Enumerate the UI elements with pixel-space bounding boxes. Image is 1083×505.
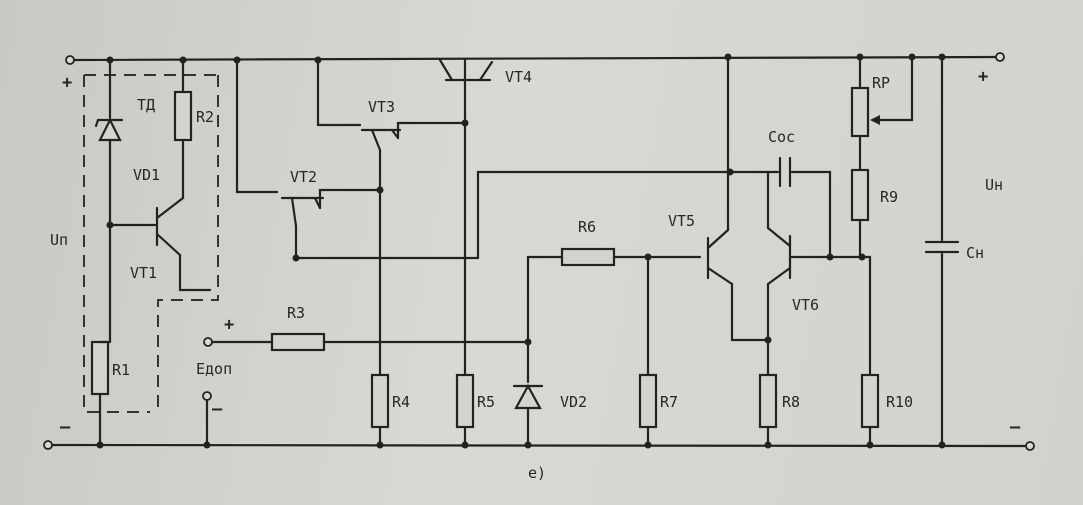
zener-bar-tip: [94, 118, 100, 128]
label-r4: R4: [392, 393, 410, 411]
resistor-r7: [638, 373, 658, 429]
label-r2: R2: [196, 108, 214, 126]
resistor-r5: [455, 373, 475, 429]
wire: [178, 253, 212, 292]
zener-vd1: [98, 117, 122, 142]
vt1-collector: [155, 196, 185, 220]
wire: [235, 58, 279, 194]
resistor-r9: [850, 168, 870, 222]
label-td: ТД: [137, 96, 155, 114]
wire: [526, 255, 564, 344]
label-r1: R1: [112, 361, 130, 379]
wire: [476, 170, 732, 260]
wire: [396, 121, 467, 140]
wire: [730, 282, 770, 342]
negative-rail: [46, 443, 1032, 448]
vt3-emitter: [370, 128, 382, 152]
label-vt4: VT4: [505, 68, 532, 86]
vt6-collector: [766, 226, 792, 248]
label-un: Uп: [50, 231, 68, 249]
label-ch: Сн: [966, 244, 984, 262]
label-vt5: VT5: [668, 212, 695, 230]
vt6-emitter: [766, 266, 792, 286]
label-r8: R8: [782, 393, 800, 411]
junction-dots: [96, 53, 946, 449]
vt4-collector: [438, 58, 454, 82]
label-vd1: VD1: [133, 166, 160, 184]
label-r10: R10: [886, 393, 913, 411]
resistor-r8: [758, 373, 778, 429]
label-r5: R5: [477, 393, 495, 411]
resistor-r3: [270, 332, 326, 352]
vt2-emitter: [290, 196, 298, 228]
sign-output-minus: –: [1010, 417, 1021, 437]
label-rp: RP: [872, 74, 890, 92]
positive-rail: [68, 55, 1002, 62]
label-vd2: VD2: [560, 393, 587, 411]
label-vt1: VT1: [130, 264, 157, 282]
resistor-r2: [173, 90, 193, 142]
label-vt2: VT2: [290, 168, 317, 186]
source-boundary-left: [83, 75, 150, 413]
wire: [318, 188, 382, 210]
label-edop: Едоп: [196, 360, 232, 378]
label-vt6: VT6: [792, 296, 819, 314]
potentiometer-rp: [850, 86, 870, 138]
sign-edop-minus: –: [212, 399, 223, 419]
terminal-output-minus: [1025, 441, 1035, 451]
vt5-collector: [706, 228, 730, 250]
wiper-arrow: [870, 115, 880, 125]
label-vt3: VT3: [368, 98, 395, 116]
sign-input-minus: –: [60, 417, 71, 437]
sign-edop-plus: +: [224, 315, 234, 335]
label-r3: R3: [287, 304, 305, 322]
figure-caption: е): [528, 464, 546, 482]
vt1-emitter: [155, 232, 182, 257]
terminal-edop-plus: [203, 337, 213, 347]
label-coc: Сос: [768, 128, 795, 146]
terminal-edop-minus: [202, 391, 212, 401]
resistor-r10: [860, 373, 880, 429]
resistor-r1: [90, 340, 110, 396]
zener-vd2: [514, 383, 542, 410]
wire: [790, 170, 832, 259]
label-r6: R6: [578, 218, 596, 236]
vt5-emitter: [706, 266, 734, 286]
wire: [316, 58, 362, 127]
potentiometer-wiper: [874, 55, 914, 122]
source-boundary-right: [157, 75, 219, 412]
label-r7: R7: [660, 393, 678, 411]
label-r9: R9: [880, 188, 898, 206]
resistor-r4: [370, 373, 390, 429]
terminal-input-plus: [65, 55, 75, 65]
sign-input-plus: +: [62, 73, 72, 93]
sign-output-plus: +: [978, 67, 988, 87]
label-uh: Uн: [985, 176, 1003, 194]
terminal-input-minus: [43, 440, 53, 450]
vt4-emitter: [478, 60, 494, 82]
resistor-r6: [560, 247, 616, 267]
terminal-output-plus: [995, 52, 1005, 62]
